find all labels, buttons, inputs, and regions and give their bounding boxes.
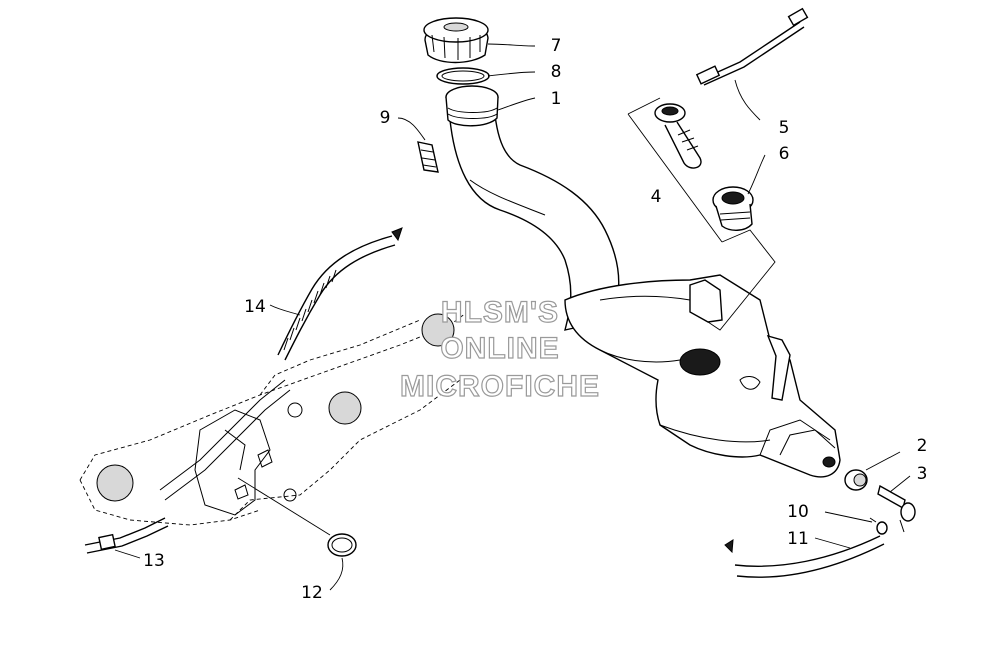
callout-11: 11	[787, 529, 809, 549]
hose-flow-arrow-top	[391, 227, 403, 242]
callout-1: 1	[551, 89, 562, 109]
callout-13: 13	[143, 551, 165, 571]
warning-decal	[417, 141, 439, 173]
drain-tube	[84, 517, 169, 554]
filler-cap	[423, 17, 489, 64]
frame-gear-right	[421, 313, 455, 347]
watermark-line-1: HLSM'S	[441, 296, 559, 329]
hose-flow-arrow-bottom	[724, 539, 734, 554]
sensor-grommet	[712, 186, 754, 231]
hose-clamp-small	[869, 517, 888, 535]
callout-labels: 1 2 3 4 5 6 7 8 9 10 11 12 13 14	[143, 36, 927, 603]
callout-12: 12	[301, 583, 323, 603]
drain-plug	[844, 469, 868, 491]
callout-8: 8	[551, 62, 562, 82]
callout-14: 14	[244, 297, 266, 317]
callout-3: 3	[917, 464, 928, 484]
leader-lines	[114, 43, 911, 591]
watermark-line-3: MICROFICHE	[400, 370, 600, 403]
callout-6: 6	[779, 144, 790, 164]
spring-hose	[277, 227, 403, 361]
frame-gear-left	[96, 464, 134, 502]
frame-gear-middle	[328, 391, 362, 425]
dipstick-group-bracket	[627, 97, 776, 331]
oil-level-sensor	[654, 7, 809, 169]
callout-2: 2	[917, 436, 928, 456]
tank-filler-opening	[679, 348, 721, 376]
oil-tank	[564, 274, 841, 478]
callout-9: 9	[380, 108, 391, 128]
callout-7: 7	[551, 36, 562, 56]
tank-outlet-port	[822, 456, 836, 468]
watermark-line-2: ONLINE	[440, 332, 559, 365]
filler-o-ring	[436, 67, 490, 85]
callout-5: 5	[779, 118, 790, 138]
watermark: HLSM'S ONLINE MICROFICHE	[399, 295, 600, 403]
hose-fitting	[877, 484, 916, 533]
callout-10: 10	[787, 502, 809, 522]
hose-clamp	[327, 533, 357, 557]
return-hose	[724, 535, 885, 578]
callout-4: 4	[651, 187, 662, 207]
chassis-frame	[79, 309, 471, 526]
